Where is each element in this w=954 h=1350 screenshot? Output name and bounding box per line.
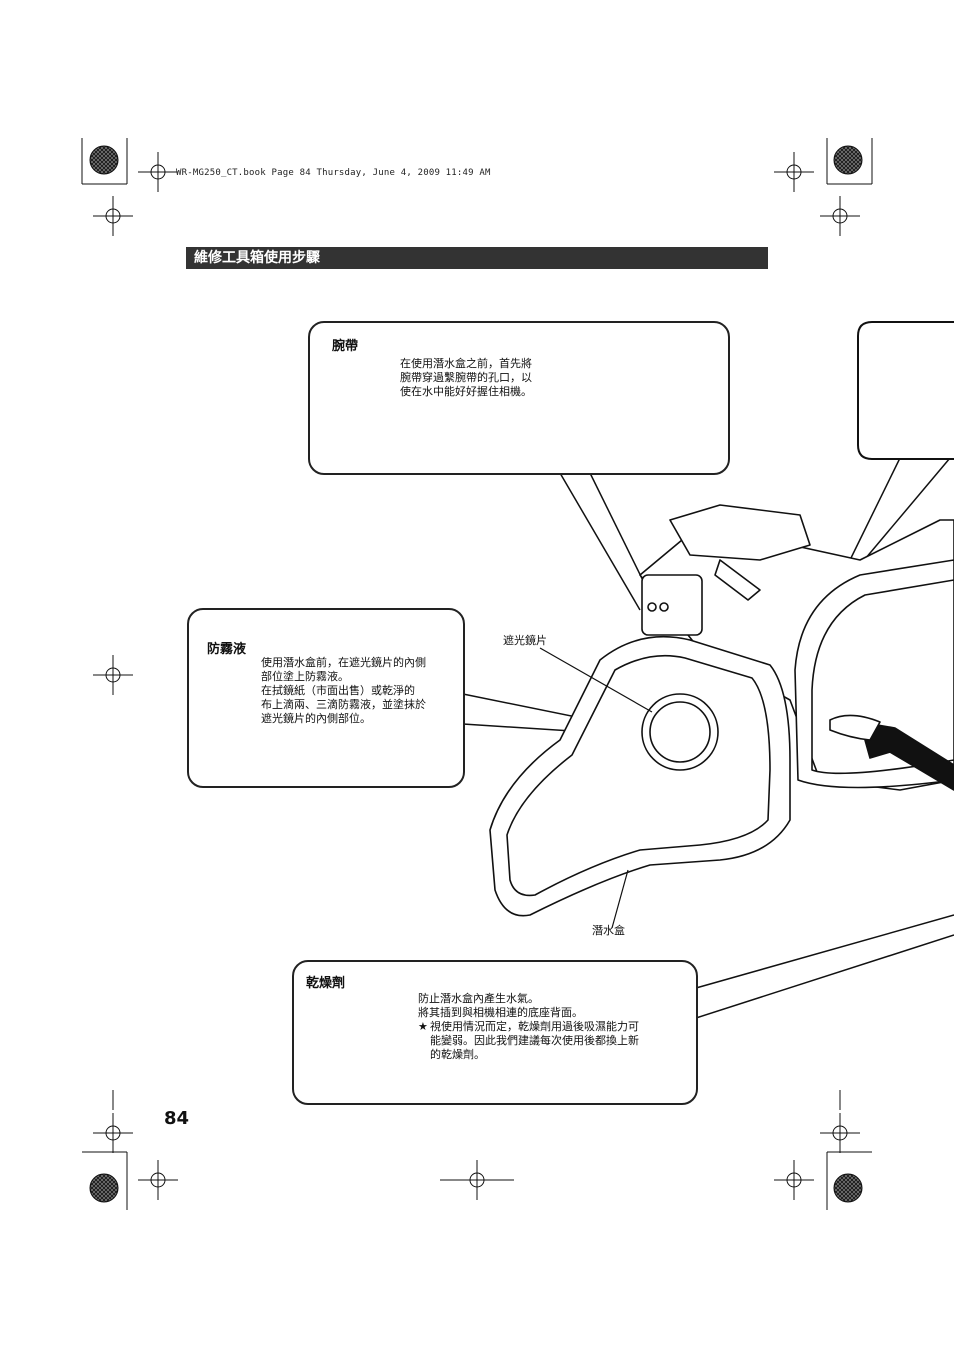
desiccant-text: 防止潛水盒內產生水氣。 將其插到與相機相連的底座背面。 ★ 視使用情況而定，乾燥… bbox=[418, 992, 688, 1062]
housing-illustration bbox=[489, 504, 954, 917]
housing-label: 潛水盒 bbox=[592, 924, 625, 937]
registration-marks bbox=[81, 138, 873, 1210]
page-number: 84 bbox=[164, 1108, 190, 1129]
antifog-title: 防霧液 bbox=[207, 642, 247, 657]
file-header-line: WR-MG250_CT.book Page 84 Thursday, June … bbox=[176, 168, 491, 178]
desiccant-callout: 乾燥劑 防止潛水盒內產生水氣。 將其插到與相機相連的底座背面。 ★ 視使用情況而… bbox=[292, 960, 698, 1105]
desiccant-title: 乾燥劑 bbox=[306, 976, 346, 991]
strap-text: 在使用潛水盒之前，首先將 腕帶穿過繫腕帶的孔口，以 使在水中能好好握住相機。 bbox=[400, 357, 532, 398]
desiccant-note: ★ 視使用情況而定，乾燥劑用過後吸濕能力可 能變弱。因此我們建議每次使用後都換上… bbox=[418, 1020, 639, 1061]
note-star: ★ bbox=[418, 1020, 428, 1033]
lens-cover-label: 遮光鏡片 bbox=[503, 634, 547, 647]
antifog-callout: 防霧液 使用潛水盒前，在遮光鏡片的內側 部位塗上防霧液。 在拭鏡紙（市面出售）或… bbox=[187, 608, 465, 788]
antifog-text: 使用潛水盒前，在遮光鏡片的內側 部位塗上防霧液。 在拭鏡紙（市面出售）或乾淨的 … bbox=[261, 656, 426, 725]
pointer-lines bbox=[462, 457, 954, 1019]
strap-callout: 腕帶 在使用潛水盒之前，首先將 腕帶穿過繫腕帶的孔口，以 使在水中能好好握住相機… bbox=[308, 321, 730, 475]
section-title: 維修工具箱使用步驟 bbox=[186, 247, 768, 269]
strap-title: 腕帶 bbox=[332, 339, 359, 354]
